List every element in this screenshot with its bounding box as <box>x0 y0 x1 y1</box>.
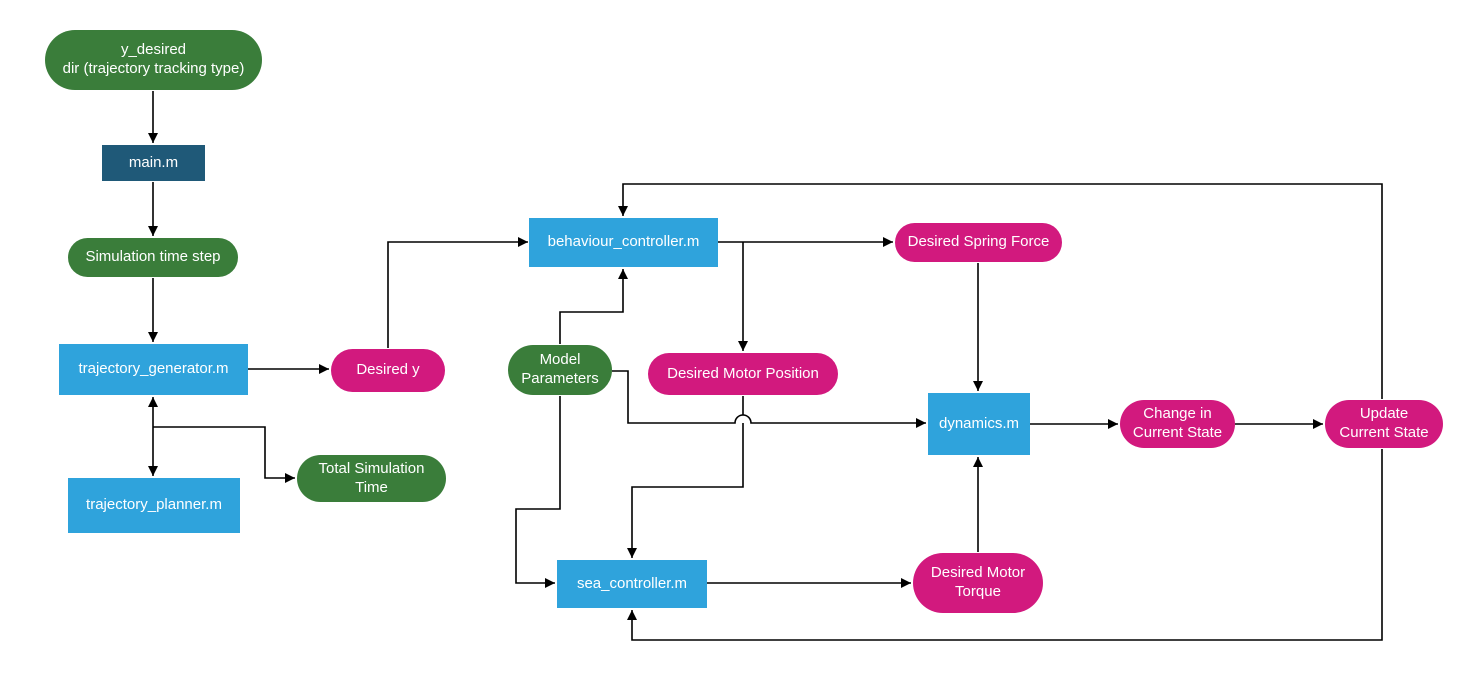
node-sea-controller-m: sea_controller.m <box>557 560 707 608</box>
edge-desired-y-to-behaviour-controller <box>387 237 528 348</box>
node-behaviour-controller-m: behaviour_controller.m <box>529 218 718 267</box>
node-dynamics-m: dynamics.m <box>928 393 1030 455</box>
node-desired-motor-torque: Desired Motor Torque <box>913 553 1043 613</box>
edge-to-total-simulation-time <box>153 426 295 483</box>
edge-model-parameters-to-behaviour-controller <box>559 269 628 344</box>
edge-update-state-to-behaviour-controller-feedback <box>618 183 1383 399</box>
node-main-m: main.m <box>102 145 205 181</box>
node-change-in-current-state: Change in Current State <box>1120 400 1235 448</box>
edge-update-state-to-sea-controller-feedback <box>627 449 1383 641</box>
node-trajectory-generator-m: trajectory_generator.m <box>59 344 248 395</box>
node-desired-spring-force: Desired Spring Force <box>895 223 1062 262</box>
node-update-current-state: Update Current State <box>1325 400 1443 448</box>
node-model-parameters: Model Parameters <box>508 345 612 395</box>
node-simulation-time-step: Simulation time step <box>68 238 238 277</box>
node-total-simulation-time: Total Simulation Time <box>297 455 446 502</box>
node-trajectory-planner-m: trajectory_planner.m <box>68 478 240 533</box>
edge-model-parameters-to-sea-controller <box>515 396 561 588</box>
node-desired-motor-position: Desired Motor Position <box>648 353 838 395</box>
node-y-desired: y_desired dir (trajectory tracking type) <box>45 30 262 90</box>
edge-model-parameters-to-dynamics <box>612 370 926 428</box>
node-desired-y: Desired y <box>331 349 445 392</box>
edge-desired-motor-position-to-sea-controller <box>627 396 744 558</box>
line-jump-hop <box>735 415 751 423</box>
